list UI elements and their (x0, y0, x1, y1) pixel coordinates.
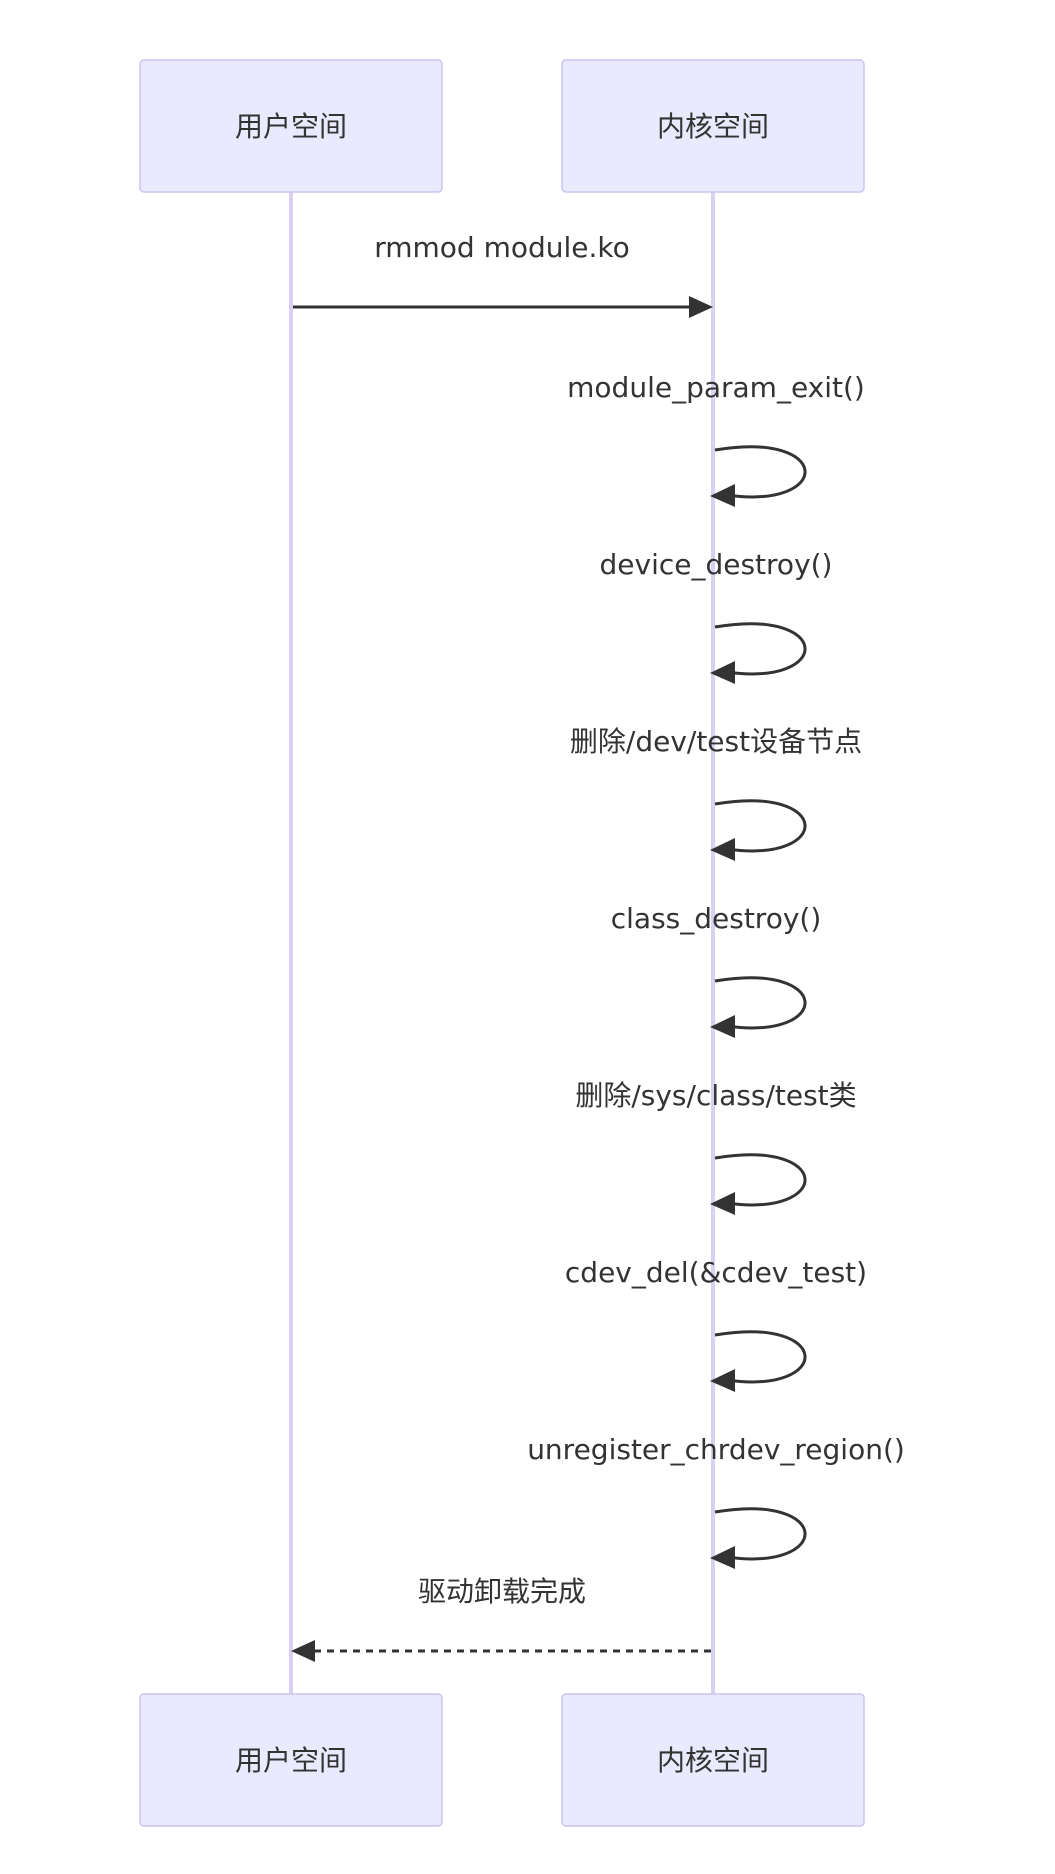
actor-box (561, 1693, 865, 1827)
message-9: 驱动卸载完成 (291, 1575, 711, 1662)
actor-box (139, 1693, 443, 1827)
arrowhead (710, 1192, 735, 1215)
message-7: cdev_del(&cdev_test) (565, 1256, 867, 1392)
arrowhead (291, 1640, 315, 1662)
self-loop (714, 976, 807, 1030)
message-2: module_param_exit() (567, 371, 865, 507)
message-label: 驱动卸载完成 (418, 1575, 586, 1608)
actor-label: 内核空间 (657, 110, 769, 143)
message-8: unregister_chrdev_region() (527, 1433, 905, 1569)
arrowhead (710, 484, 735, 507)
actor-box (561, 59, 865, 193)
self-loop (714, 799, 807, 853)
actor-user-bottom: 用户空间 (139, 1693, 443, 1827)
actor-label: 用户空间 (235, 110, 347, 143)
arrowhead (710, 1369, 735, 1392)
actor-label: 用户空间 (235, 1744, 347, 1777)
message-label: 删除/dev/test设备节点 (570, 725, 862, 758)
self-loop (714, 445, 807, 499)
message-label: unregister_chrdev_region() (527, 1433, 905, 1466)
messages: rmmod module.ko module_param_exit()device… (291, 231, 905, 1662)
actor-user-top: 用户空间 (139, 59, 443, 193)
arrowhead (710, 1015, 735, 1038)
arrowhead (689, 296, 713, 318)
message-label: cdev_del(&cdev_test) (565, 1256, 867, 1289)
arrowhead (710, 1546, 735, 1569)
message-label: rmmod module.ko (374, 231, 630, 264)
lifelines (289, 192, 715, 1694)
actor-box (139, 59, 443, 193)
self-loop (714, 1330, 807, 1384)
self-loop (714, 622, 807, 676)
actor-kernel-bottom: 内核空间 (561, 1693, 865, 1827)
message-4: 删除/dev/test设备节点 (570, 725, 862, 861)
message-label: 删除/sys/class/test类 (575, 1079, 856, 1112)
actors: 用户空间内核空间用户空间内核空间 (139, 59, 865, 1827)
self-loop (714, 1507, 807, 1561)
message-label: device_destroy() (600, 548, 833, 581)
actor-label: 内核空间 (657, 1744, 769, 1777)
arrowhead (710, 838, 735, 861)
message-3: device_destroy() (600, 548, 833, 684)
self-loop (714, 1153, 807, 1207)
message-label: class_destroy() (611, 902, 822, 935)
actor-kernel-top: 内核空间 (561, 59, 865, 193)
arrowhead (710, 661, 735, 684)
message-1: rmmod module.ko (293, 231, 713, 318)
message-6: 删除/sys/class/test类 (575, 1079, 857, 1215)
message-label: module_param_exit() (567, 371, 865, 404)
message-5: class_destroy() (611, 902, 822, 1038)
